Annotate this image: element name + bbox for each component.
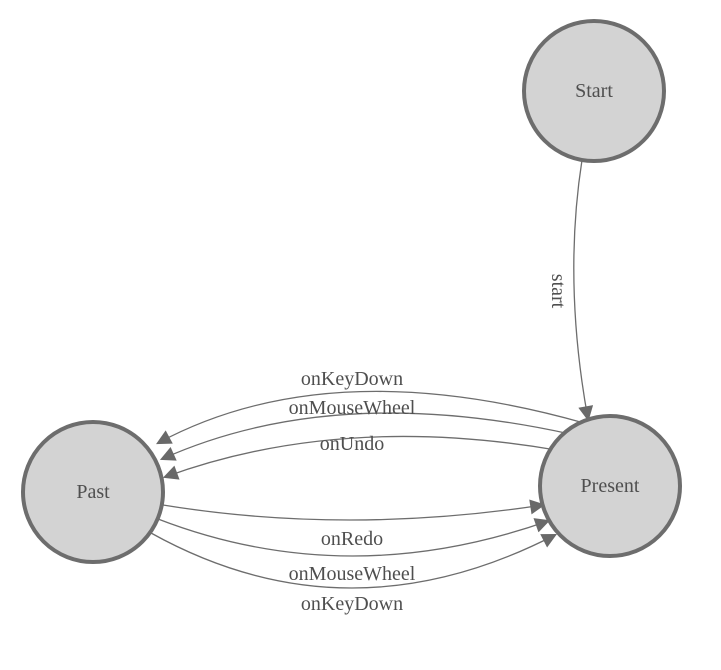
state-node-past: Past (21, 420, 165, 564)
edge-label-onmousewheel-bottom: onMouseWheel (289, 563, 416, 585)
edge-present-to-past-onundo (162, 435, 557, 480)
state-node-present: Present (538, 414, 682, 558)
edge-past-to-present-onredo (162, 499, 546, 521)
state-node-start: Start (522, 19, 666, 163)
edge-start-to-present (573, 159, 594, 422)
edge-label-onkeydown-top: onKeyDown (301, 368, 403, 390)
edge-present-to-past-onkeydown (156, 390, 585, 445)
edge-label-start: start (547, 274, 569, 309)
state-label-start: Start (575, 80, 613, 102)
state-circle-past (21, 420, 165, 564)
edge-label-onundo: onUndo (320, 433, 384, 455)
edge-label-onkeydown-bottom: onKeyDown (301, 593, 403, 615)
state-label-present: Present (581, 475, 640, 497)
state-circle-present (538, 414, 682, 558)
edge-label-onmousewheel-top: onMouseWheel (289, 397, 416, 419)
edge-label-onredo: onRedo (321, 528, 383, 550)
edge-past-to-present-onmousewheel (157, 518, 551, 557)
edge-past-to-present-onkeydown (150, 532, 558, 589)
state-circle-start (522, 19, 666, 163)
state-label-past: Past (76, 481, 110, 503)
edge-present-to-past-onmousewheel (159, 412, 571, 461)
